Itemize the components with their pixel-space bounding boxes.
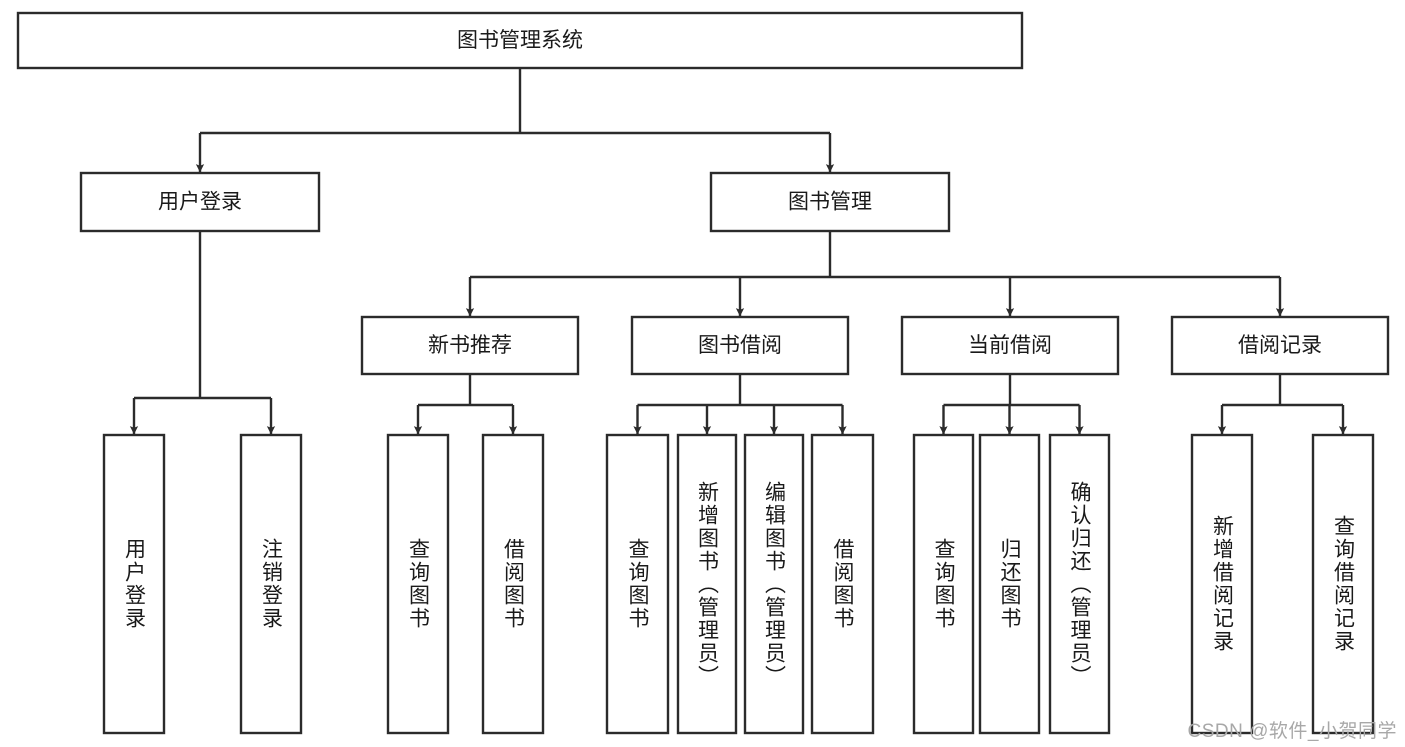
- level3-node-0[interactable]: 新书推荐: [360, 315, 580, 376]
- leaf-node-8[interactable]: 查询图书: [912, 433, 975, 735]
- level3-node-0-rect[interactable]: [360, 315, 580, 376]
- leaf-node-5-label: 新增图书（管理员）: [695, 480, 719, 688]
- leaf-node-0[interactable]: 用户登录: [102, 433, 166, 735]
- level2-node-1-label: 图书管理: [788, 191, 872, 214]
- leaf-node-4-rect[interactable]: [605, 433, 670, 735]
- level2-node-0[interactable]: 用户登录: [79, 171, 321, 233]
- leaf-node-10[interactable]: 确认归还（管理员）: [1048, 433, 1111, 735]
- level3-node-2[interactable]: 当前借阅: [900, 315, 1120, 376]
- leaf-node-4-label-wrap: 查询图书: [626, 538, 649, 630]
- leaf-node-9-label-wrap: 归还图书: [998, 538, 1021, 630]
- leaf-node-8-rect[interactable]: [912, 433, 975, 735]
- level2-node-0-label: 用户登录: [158, 191, 242, 214]
- node-layer: 图书管理系统用户登录图书管理新书推荐图书借阅当前借阅借阅记录用户登录注销登录查询…: [16, 11, 1390, 735]
- leaf-node-9-label: 归还图书: [998, 538, 1021, 630]
- connector-layer: [129, 68, 1348, 435]
- leaf-node-3[interactable]: 借阅图书: [481, 433, 545, 735]
- leaf-node-8-label-wrap: 查询图书: [932, 538, 955, 630]
- leaf-node-1-label-wrap: 注销登录: [259, 538, 283, 630]
- leaf-node-11[interactable]: 新增借阅记录: [1190, 433, 1254, 735]
- leaf-node-3-rect[interactable]: [481, 433, 545, 735]
- leaf-node-9-rect[interactable]: [978, 433, 1041, 735]
- leaf-node-10-label-wrap: 确认归还（管理员）: [1068, 480, 1091, 688]
- leaf-node-12-rect[interactable]: [1311, 433, 1375, 735]
- leaf-node-4-label: 查询图书: [626, 538, 649, 630]
- level3-node-3-rect[interactable]: [1170, 315, 1390, 376]
- leaf-node-1-rect[interactable]: [239, 433, 303, 735]
- level2-node-1-rect[interactable]: [709, 171, 951, 233]
- leaf-node-5-label-wrap: 新增图书（管理员）: [695, 480, 719, 688]
- leaf-node-1-label: 注销登录: [259, 538, 283, 630]
- leaf-node-7-label: 借阅图书: [831, 538, 854, 630]
- leaf-node-6-label-wrap: 编辑图书（管理员）: [762, 480, 786, 688]
- leaf-node-8-label: 查询图书: [932, 538, 955, 630]
- leaf-node-9[interactable]: 归还图书: [978, 433, 1041, 735]
- leaf-node-11-label: 新增借阅记录: [1210, 515, 1234, 653]
- leaf-node-3-label: 借阅图书: [501, 538, 525, 630]
- leaf-node-5[interactable]: 新增图书（管理员）: [676, 433, 738, 735]
- leaf-node-2-label-wrap: 查询图书: [406, 538, 430, 630]
- level3-node-3-label: 借阅记录: [1238, 334, 1322, 357]
- level2-node-1[interactable]: 图书管理: [709, 171, 951, 233]
- level3-node-0-label: 新书推荐: [428, 334, 512, 357]
- leaf-node-1[interactable]: 注销登录: [239, 433, 303, 735]
- leaf-node-6[interactable]: 编辑图书（管理员）: [743, 433, 805, 735]
- level3-node-2-rect[interactable]: [900, 315, 1120, 376]
- level3-node-1[interactable]: 图书借阅: [630, 315, 850, 376]
- leaf-node-11-rect[interactable]: [1190, 433, 1254, 735]
- level3-node-1-rect[interactable]: [630, 315, 850, 376]
- leaf-node-10-rect[interactable]: [1048, 433, 1111, 735]
- leaf-node-6-label: 编辑图书（管理员）: [762, 480, 786, 688]
- leaf-node-12-label: 查询借阅记录: [1331, 515, 1355, 653]
- leaf-node-2-rect[interactable]: [386, 433, 450, 735]
- leaf-node-2[interactable]: 查询图书: [386, 433, 450, 735]
- leaf-node-0-label: 用户登录: [122, 538, 146, 630]
- leaf-node-10-label: 确认归还（管理员）: [1068, 480, 1091, 688]
- leaf-node-7-rect[interactable]: [810, 433, 875, 735]
- leaf-node-2-label: 查询图书: [406, 538, 430, 630]
- root-node-book-management-system[interactable]: 图书管理系统: [16, 11, 1024, 70]
- leaf-node-5-rect[interactable]: [676, 433, 738, 735]
- root-node-book-management-system-label: 图书管理系统: [457, 29, 583, 52]
- leaf-node-6-rect[interactable]: [743, 433, 805, 735]
- leaf-node-12[interactable]: 查询借阅记录: [1311, 433, 1375, 735]
- level3-node-2-label: 当前借阅: [968, 334, 1052, 357]
- level3-node-3[interactable]: 借阅记录: [1170, 315, 1390, 376]
- level3-node-1-label: 图书借阅: [698, 334, 782, 357]
- leaf-node-11-label-wrap: 新增借阅记录: [1210, 515, 1234, 653]
- leaf-node-0-rect[interactable]: [102, 433, 166, 735]
- level2-node-0-rect[interactable]: [79, 171, 321, 233]
- leaf-node-4[interactable]: 查询图书: [605, 433, 670, 735]
- root-node-book-management-system-rect[interactable]: [16, 11, 1024, 70]
- leaf-node-0-label-wrap: 用户登录: [122, 538, 146, 630]
- leaf-node-7[interactable]: 借阅图书: [810, 433, 875, 735]
- leaf-node-3-label-wrap: 借阅图书: [501, 538, 525, 630]
- leaf-node-7-label-wrap: 借阅图书: [831, 538, 854, 630]
- leaf-node-12-label-wrap: 查询借阅记录: [1331, 515, 1355, 653]
